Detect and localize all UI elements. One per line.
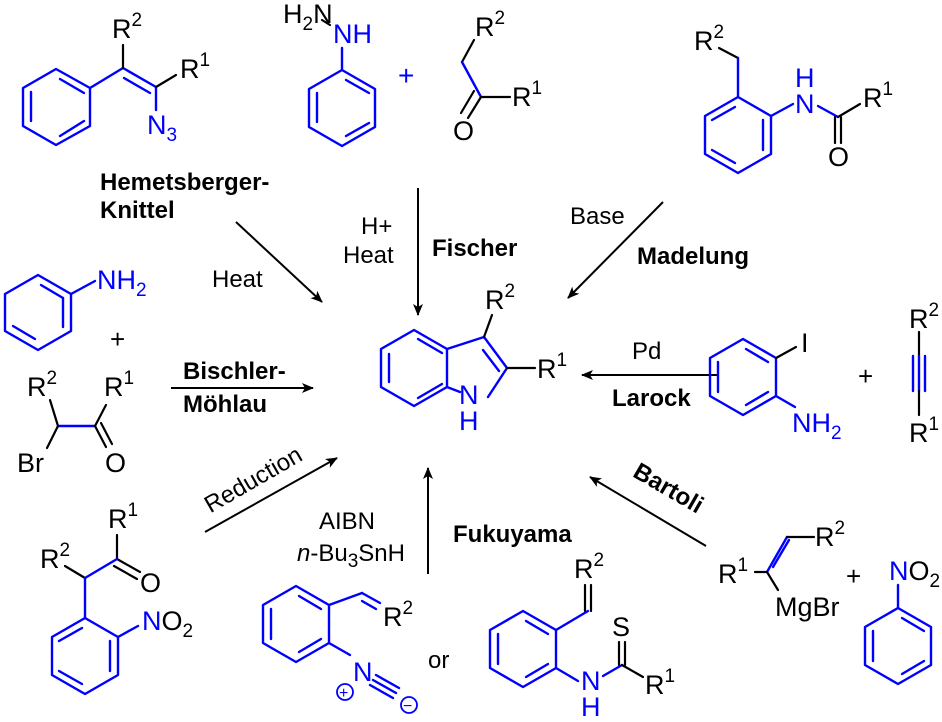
nh-hydrogen: H [795, 63, 815, 93]
indole-nh-hydrogen: H [459, 406, 479, 436]
r1-label: R1 [863, 79, 893, 113]
oxygen-label: O [828, 142, 849, 172]
benzene-ring [863, 606, 933, 686]
r1-label: R1 [180, 50, 210, 84]
r1-label: R1 [104, 368, 134, 402]
iodine-label: I [801, 328, 809, 358]
bartoli-plus: + [846, 561, 861, 591]
fukuyama-or: or [428, 647, 449, 674]
benzene-ring [21, 67, 92, 147]
nh2-label: NH2 [792, 408, 842, 444]
bischler-name-line2: Möhlau [183, 391, 267, 418]
nh2-label: NH2 [97, 265, 147, 301]
bromine-label: Br [17, 448, 44, 478]
indole-pyrrole-ring [445, 335, 509, 399]
fukuyama-conditions-line2: n-Bu3SnH [297, 540, 405, 572]
reduction-conditions: Reduction [200, 441, 307, 518]
oxygen-label: O [105, 448, 126, 478]
fukuyama-name: Fukuyama [453, 521, 572, 548]
fukuyama-isonitrile: R2 N + − [261, 584, 418, 715]
oxygen-label: O [453, 116, 474, 146]
negative-charge-icon [400, 696, 418, 714]
fischer-plus: + [398, 60, 414, 91]
larock-name: Larock [612, 385, 691, 412]
mgbr-label: MgBr [775, 592, 840, 622]
madelung-arrow [567, 201, 664, 299]
r2-label: R2 [815, 518, 845, 552]
benzene-ring [708, 337, 778, 417]
bischler-name-line1: Bischler- [183, 358, 286, 385]
fischer-hydrazine: H2N NH [283, 0, 377, 148]
fischer-ketone: R2 R1 O [453, 8, 542, 146]
madelung-conditions: Base [570, 203, 625, 230]
fukuyama-thioamide: R2 N H S R1 [488, 550, 675, 722]
madelung-name: Madelung [637, 243, 749, 270]
bartoli-label-group: Bartoli [629, 458, 708, 519]
r2-label: R2 [574, 550, 604, 584]
reduction-label-group: Reduction [200, 441, 307, 518]
fischer-conditions-line2: Heat [343, 242, 394, 269]
larock-conditions: Pd [632, 338, 661, 365]
indole-r1: R1 [537, 350, 567, 384]
benzene-ring [3, 273, 73, 352]
benzene-ring [307, 68, 377, 148]
bischler-aniline: NH2 [3, 265, 147, 352]
sulfur-label: S [612, 612, 630, 642]
azide-label: N3 [147, 110, 177, 146]
fischer-name: Fischer [432, 235, 517, 262]
r1-label: R1 [645, 666, 675, 700]
hemetsberger-reactant: R2 R1 N3 [21, 10, 210, 147]
nh-label: NH [333, 19, 372, 49]
bischler-bromoketone: R2 R1 Br O [17, 368, 134, 478]
hemetsberger-conditions: Heat [212, 266, 263, 293]
reduction-arrow [204, 457, 338, 533]
indole-benzene-ring [379, 328, 449, 408]
r1-label: R1 [108, 500, 138, 534]
reduction-reactant: R1 O R2 NO2 [40, 500, 193, 696]
benzene-ring [50, 616, 120, 696]
svg-text:+: + [339, 685, 348, 702]
svg-text:−: − [403, 698, 412, 715]
r2-label: R2 [909, 300, 939, 334]
bartoli-name: Bartoli [629, 458, 708, 519]
r2-label: R2 [694, 22, 724, 56]
benzene-ring [488, 609, 558, 689]
isonitrile-nitrogen: N [353, 657, 373, 687]
oxygen-label: O [140, 568, 161, 598]
madelung-reactant: R2 H N R1 O [694, 22, 893, 175]
thioamide-nitrogen: N [581, 666, 601, 696]
r1-label: R1 [718, 555, 748, 589]
indole-r2: R2 [485, 281, 515, 315]
nh-nitrogen: N [795, 89, 815, 119]
bartoli-grignard: R1 R2 MgBr [718, 518, 845, 622]
larock-plus: + [858, 361, 873, 391]
r2-label: R2 [27, 368, 57, 402]
r2-label: R2 [112, 10, 142, 44]
fischer-conditions-line1: H+ [361, 213, 392, 240]
r2-label: R2 [475, 8, 505, 42]
hemetsberger-name-line1: Hemetsberger- [100, 169, 269, 196]
nitro-label: NO2 [889, 556, 940, 592]
indole-product: R2 R1 N H [379, 281, 567, 436]
thioamide-hydrogen: H [581, 692, 601, 722]
h2n-label: H2N [283, 0, 333, 35]
bischler-plus: + [110, 324, 125, 354]
r1-label: R1 [512, 78, 542, 112]
benzene-ring [703, 95, 773, 175]
positive-charge-icon [336, 683, 354, 701]
r1-label: R1 [909, 414, 939, 448]
bartoli-arrow [589, 476, 707, 547]
hemetsberger-arrow [235, 221, 323, 303]
indole-nitrogen: N [459, 380, 479, 410]
benzene-ring [261, 584, 331, 664]
nitro-label: NO2 [142, 606, 193, 642]
hemetsberger-name-line2: Knittel [100, 197, 175, 224]
larock-iodoaniline: I NH2 [708, 328, 842, 444]
bartoli-nitrobenzene: NO2 [863, 556, 940, 686]
r2-label: R2 [383, 598, 413, 632]
r2-label: R2 [40, 540, 70, 574]
fukuyama-conditions-line1: AIBN [319, 508, 375, 535]
larock-alkyne: R2 R1 [909, 300, 939, 448]
